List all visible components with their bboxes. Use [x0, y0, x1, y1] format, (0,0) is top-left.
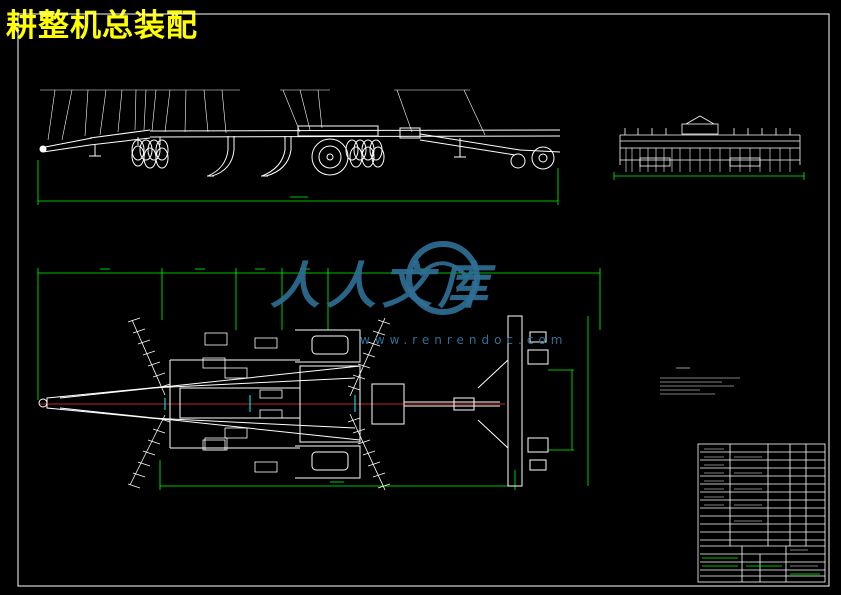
title-block-accents	[702, 557, 820, 575]
parts-list-text-strokes	[704, 448, 818, 567]
side-view-leaders	[40, 89, 486, 141]
watermark-text: 人人文库	[270, 256, 494, 315]
front-view	[619, 115, 801, 172]
front-disc-gangs-plan	[127, 317, 171, 489]
watermark-url: www.renrendoc.com	[360, 333, 568, 347]
technical-notes	[660, 367, 740, 395]
sheet-border	[17, 13, 830, 587]
side-view	[39, 89, 561, 177]
side-view-dimensions	[37, 160, 559, 205]
parts-list-table	[697, 443, 826, 583]
front-disc-gang	[131, 137, 169, 169]
front-view-dimensions	[613, 172, 805, 180]
plan-view	[38, 315, 549, 491]
plan-view-accents	[164, 395, 356, 412]
rear-disc-gang	[345, 139, 385, 168]
watermark-logo	[406, 241, 480, 315]
tine-shanks	[202, 332, 283, 473]
rear-disc-gangs-plan	[347, 317, 391, 491]
